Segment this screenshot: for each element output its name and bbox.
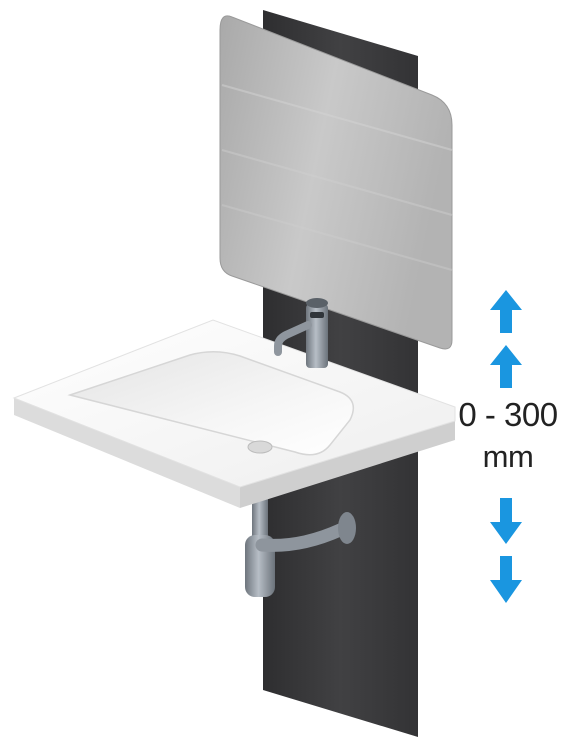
arrow-down-icon	[490, 498, 522, 603]
arrow-up-lower	[490, 345, 522, 388]
waste-trap	[245, 490, 356, 597]
arrow-up-upper	[490, 290, 522, 333]
wash-basin	[12, 319, 456, 508]
mirror	[219, 15, 453, 350]
arrow-up-icon	[490, 290, 522, 388]
height-range-value: 0 - 300	[458, 396, 558, 433]
arrow-down-upper	[490, 498, 522, 544]
arrow-down-lower	[490, 556, 522, 603]
height-range-unit: mm	[482, 439, 534, 474]
faucet	[274, 298, 328, 368]
